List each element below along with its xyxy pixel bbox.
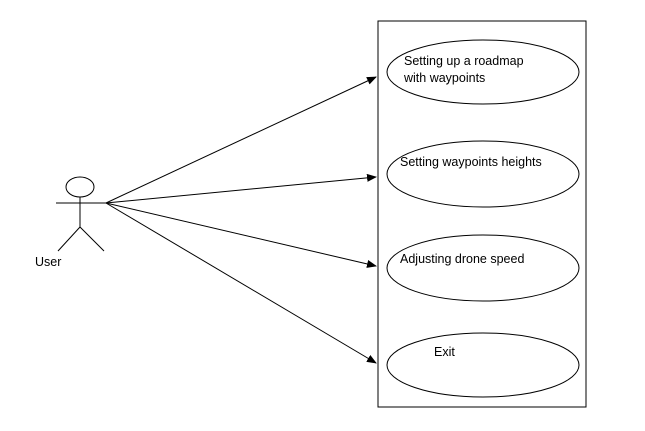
use-case-roadmap-label-line-1: Setting up a roadmap <box>404 54 524 68</box>
actor-label: User <box>35 255 61 269</box>
use-case-exit: Exit <box>386 332 580 398</box>
associations <box>105 76 377 364</box>
use-case-speed: Adjusting drone speed <box>386 234 580 302</box>
use-case-exit-label: Exit <box>434 345 455 359</box>
association-heights <box>105 173 377 204</box>
use-case-heights-label: Setting waypoints heights <box>400 155 542 169</box>
actor-head <box>65 176 95 198</box>
use-case-speed-label: Adjusting drone speed <box>400 252 524 266</box>
actor-left-leg <box>57 226 81 252</box>
use-case-heights-ellipse <box>386 140 580 208</box>
association-roadmap <box>105 76 377 204</box>
association-speed <box>105 202 377 268</box>
use-case-roadmap: Setting up a roadmap with waypoints <box>386 39 580 105</box>
use-case-exit-ellipse <box>386 332 580 398</box>
use-case-heights: Setting waypoints heights <box>386 140 580 208</box>
association-exit <box>105 202 377 364</box>
system-boundary <box>377 20 587 408</box>
actor-user: User <box>35 176 106 269</box>
use-case-roadmap-ellipse <box>386 39 580 105</box>
actor-right-leg <box>79 226 105 252</box>
use-case-roadmap-label-line-2: with waypoints <box>403 71 485 85</box>
use-case-speed-ellipse <box>386 234 580 302</box>
